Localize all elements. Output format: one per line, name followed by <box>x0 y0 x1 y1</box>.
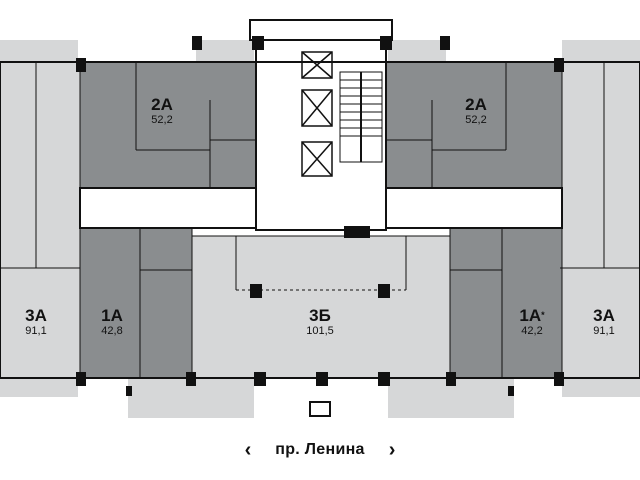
apartment-3b-center[interactable] <box>191 235 451 379</box>
apartment-code-text: 1А <box>519 306 542 325</box>
apartment-area: 91,1 <box>25 325 47 337</box>
apartment-code: 1А <box>101 306 123 325</box>
apartment-2a-left[interactable] <box>79 61 257 189</box>
apartment-label-2a-left[interactable]: 2А 52,2 <box>138 95 186 127</box>
apartment-area: 101,5 <box>306 325 334 337</box>
chevron-left-icon[interactable]: ‹ <box>244 439 252 461</box>
street-name: пр. Ленина <box>275 441 365 458</box>
apartment-area: 52,2 <box>151 114 173 126</box>
street-selector: ‹ пр. Ленина › <box>0 432 640 468</box>
apartment-area: 42,8 <box>101 325 123 337</box>
staircase <box>339 71 383 163</box>
balconies <box>0 40 640 418</box>
apartment-label-3a-right[interactable]: 3А 91,1 <box>580 306 628 338</box>
chevron-right-icon[interactable]: › <box>388 439 396 461</box>
apartment-area: 42,2 <box>521 325 543 337</box>
apartment-label-3b-center[interactable]: 3Б 101,5 <box>290 306 350 338</box>
apartment-3a-right[interactable] <box>559 61 640 379</box>
apartment-area: 52,2 <box>465 114 487 126</box>
elevator-shafts <box>301 51 333 177</box>
apartment-label-1a-right[interactable]: 1А* 42,2 <box>506 306 558 338</box>
apartment-1a-left[interactable] <box>79 227 193 379</box>
apartment-area: 91,1 <box>593 325 615 337</box>
apartment-label-2a-right[interactable]: 2А 52,2 <box>452 95 500 127</box>
apartment-1a-right[interactable] <box>449 227 563 379</box>
apartment-code: 3Б <box>309 306 331 325</box>
apartment-code: 2А <box>151 95 173 114</box>
apartment-code: 3А <box>25 306 47 325</box>
apartment-label-1a-left[interactable]: 1А 42,8 <box>88 306 136 338</box>
outer-walls <box>0 19 640 417</box>
apartment-2a-right[interactable] <box>385 61 563 189</box>
apartment-3a-left[interactable] <box>0 61 81 379</box>
apartment-code: 1А* <box>506 306 558 325</box>
apartment-mark: * <box>541 310 545 320</box>
floor-plan <box>0 19 640 418</box>
apartment-code: 3А <box>593 306 615 325</box>
partitions <box>0 62 640 378</box>
apartment-label-3a-left[interactable]: 3А 91,1 <box>12 306 60 338</box>
apartment-code: 2А <box>465 95 487 114</box>
